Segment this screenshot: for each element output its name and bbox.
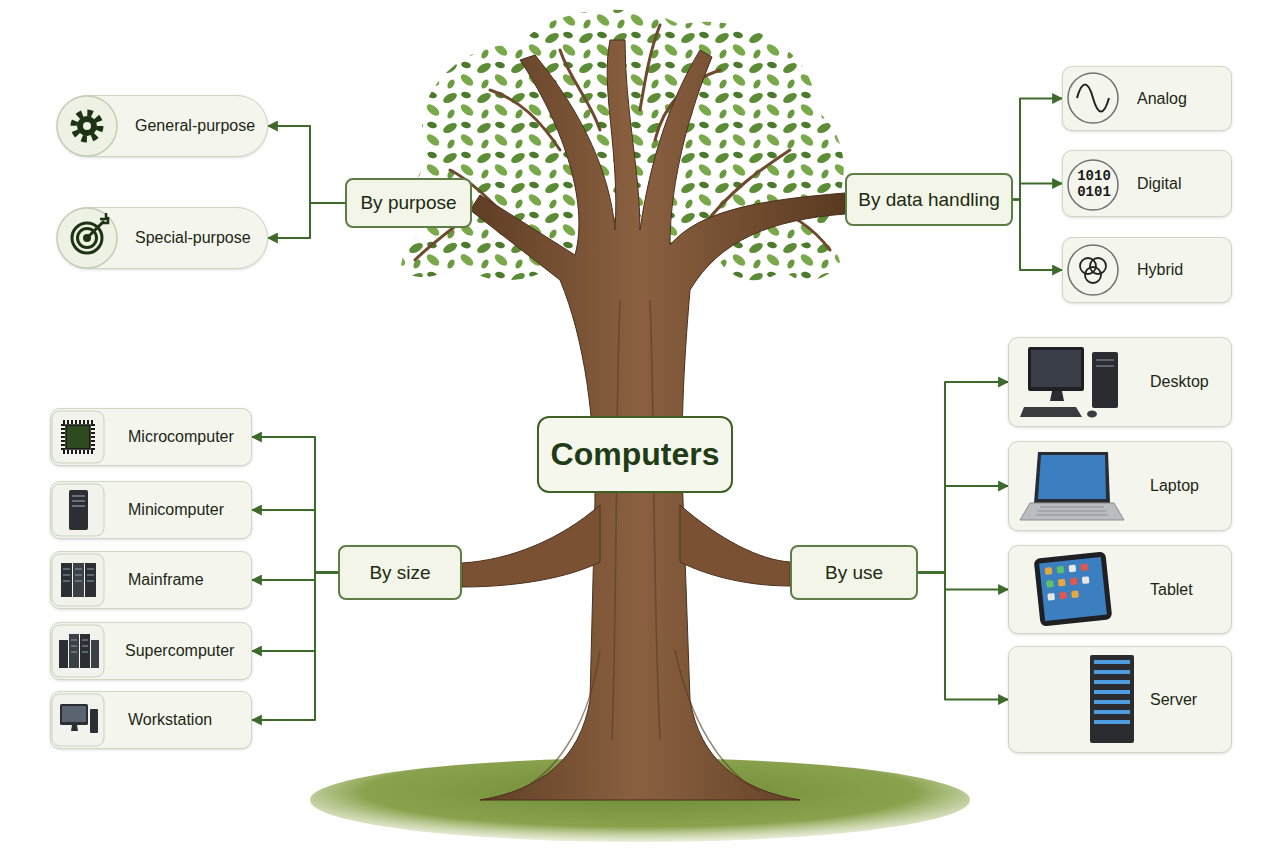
- type-box: Analog: [1062, 66, 1232, 131]
- node-label: Special-purpose: [135, 229, 251, 247]
- category-box: By data handling: [845, 173, 1013, 226]
- branch-arrow: [918, 382, 1008, 573]
- node-label: Computers: [551, 436, 720, 473]
- category-box: By purpose: [345, 178, 472, 228]
- type-box: Desktop: [1008, 337, 1232, 427]
- type-box: Special-purpose: [57, 207, 268, 269]
- node-label: Hybrid: [1137, 261, 1183, 279]
- node-label: By data handling: [858, 189, 1000, 211]
- node-label: Workstation: [128, 711, 212, 729]
- binary-badge: 1010 0101: [1070, 168, 1118, 200]
- type-box: Mainframe: [50, 551, 252, 609]
- node-label: Minicomputer: [128, 501, 224, 519]
- bark-texture: [520, 300, 760, 792]
- node-label: Mainframe: [128, 571, 204, 589]
- branch-arrow: [918, 573, 1008, 590]
- tree-branch: [462, 505, 600, 587]
- branch-arrow: [252, 573, 338, 652]
- category-box: By size: [338, 545, 462, 600]
- branch-arrow: [252, 437, 338, 573]
- node-label: By use: [825, 562, 883, 584]
- node-label: By size: [369, 562, 430, 584]
- branch-arrow: [918, 573, 1008, 700]
- node-label: Server: [1150, 691, 1197, 709]
- bark-line: [612, 300, 620, 740]
- root-box: Computers: [537, 416, 733, 493]
- tree-trunk: [470, 40, 845, 800]
- type-box: Server: [1008, 646, 1232, 753]
- node-label: Digital: [1137, 175, 1181, 193]
- type-box: Minicomputer: [50, 481, 252, 539]
- type-box: Microcomputer: [50, 408, 252, 466]
- node-label: Laptop: [1150, 477, 1199, 495]
- node-label: By purpose: [360, 192, 456, 214]
- node-label: Tablet: [1150, 581, 1193, 599]
- branch-arrow: [1013, 200, 1062, 271]
- branch-arrow: [252, 573, 338, 721]
- branch-arrow: [1013, 184, 1062, 200]
- connector-layer: [252, 99, 1062, 721]
- root-line: [520, 650, 600, 790]
- leaf-cluster: [785, 241, 840, 280]
- branch-arrow: [268, 203, 345, 238]
- node-label: General-purpose: [135, 117, 255, 135]
- branch-arrow: [1013, 99, 1062, 200]
- type-box: Hybrid: [1062, 237, 1232, 303]
- type-box: Supercomputer: [50, 622, 252, 680]
- type-box: Workstation: [50, 691, 252, 749]
- type-box: Tablet: [1008, 545, 1232, 634]
- type-box: General-purpose: [57, 95, 268, 157]
- branch-arrow: [252, 510, 338, 573]
- twig: [640, 25, 660, 110]
- category-box: By use: [790, 545, 918, 600]
- node-label: Desktop: [1150, 373, 1209, 391]
- type-box: 1010 0101 Digital: [1062, 150, 1232, 217]
- branch-arrow: [918, 486, 1008, 573]
- node-label: Supercomputer: [125, 642, 234, 660]
- tree-branch: [680, 505, 790, 586]
- node-label: Microcomputer: [128, 428, 234, 446]
- branch-arrow: [252, 573, 338, 581]
- node-label: Analog: [1137, 90, 1187, 108]
- branch-arrow: [268, 126, 345, 203]
- root-line: [675, 650, 760, 792]
- type-box: Laptop: [1008, 441, 1232, 531]
- bark-line: [650, 300, 660, 740]
